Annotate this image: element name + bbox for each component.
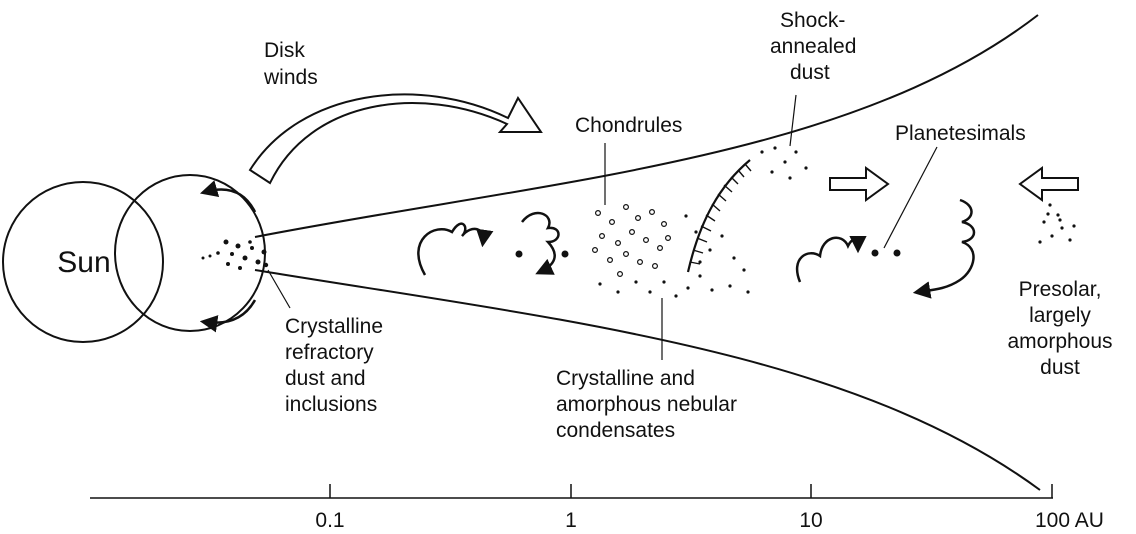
svg-text:dust: dust (790, 61, 830, 84)
svg-text:Crystalline and: Crystalline and (556, 367, 695, 390)
inflow-arrow-right (829, 166, 890, 202)
presolar-dust-dots (1038, 203, 1076, 244)
label-chondrules: Chondrules (575, 114, 682, 137)
label-presolar: Presolar, largely amorphous dust (1007, 278, 1112, 379)
sun-circle (2, 181, 164, 343)
planetesimal-dot (893, 249, 901, 257)
svg-text:dust: dust (1040, 356, 1080, 379)
refractory-dust-dots (201, 239, 269, 270)
label-crystalline-refractory: Crystalline refractory dust and inclusio… (285, 315, 383, 416)
tick-label: 10 (799, 509, 822, 532)
disk-upper-edge (254, 14, 1039, 238)
svg-text:refractory: refractory (285, 341, 374, 364)
label-crystalline-amorphous: Crystalline and amorphous nebular conden… (556, 367, 737, 442)
svg-text:Crystalline: Crystalline (285, 315, 383, 338)
disk-loop-upper-arrow (199, 180, 257, 213)
swirl-3 (795, 235, 867, 283)
svg-text:inclusions: inclusions (285, 393, 377, 416)
label-disk-winds: Disk winds (263, 39, 318, 89)
sun-group: Sun (2, 174, 266, 343)
leader-planetesimals (883, 146, 938, 249)
svg-text:amorphous nebular: amorphous nebular (556, 393, 737, 416)
svg-text:Shock-: Shock- (780, 9, 845, 32)
tick-label: 100 AU (1035, 509, 1104, 532)
svg-text:Disk: Disk (264, 39, 305, 62)
shock-front (686, 159, 751, 273)
shock-front-hatching (689, 163, 752, 265)
leader-shock-annealed (789, 94, 797, 147)
swirl-2 (521, 211, 560, 275)
swirl-1 (417, 222, 494, 276)
svg-text:condensates: condensates (556, 419, 675, 442)
chondrules-cloud (591, 204, 671, 278)
svg-text:amorphous: amorphous (1007, 330, 1112, 353)
svg-text:largely: largely (1029, 304, 1091, 327)
nebular-condensate-dots (598, 214, 750, 298)
sun-outer-ring (114, 174, 266, 332)
disk-winds-arrow (248, 93, 543, 185)
leader-refractory (267, 269, 291, 309)
swirl-4 (912, 198, 976, 299)
label-shock-annealed: Shock- annealed dust (770, 9, 856, 84)
label-planetesimals: Planetesimals (895, 122, 1026, 145)
sun-label: Sun (57, 246, 110, 279)
distance-axis: 0.1 1 10 100 AU (90, 484, 1104, 532)
shock-annealed-dots (760, 146, 808, 180)
disk-loop-lower-arrow (199, 299, 257, 333)
svg-text:annealed: annealed (770, 35, 856, 58)
tick-label: 0.1 (315, 509, 344, 532)
planetesimal-dot (871, 249, 879, 257)
disk-lower-edge (254, 269, 1041, 491)
inflow-arrow-left (1018, 166, 1079, 202)
particle-dot (515, 250, 523, 258)
svg-text:dust and: dust and (285, 367, 366, 390)
svg-text:winds: winds (263, 66, 318, 89)
particle-dot (561, 250, 569, 258)
svg-text:Presolar,: Presolar, (1019, 278, 1102, 301)
tick-label: 1 (565, 509, 577, 532)
